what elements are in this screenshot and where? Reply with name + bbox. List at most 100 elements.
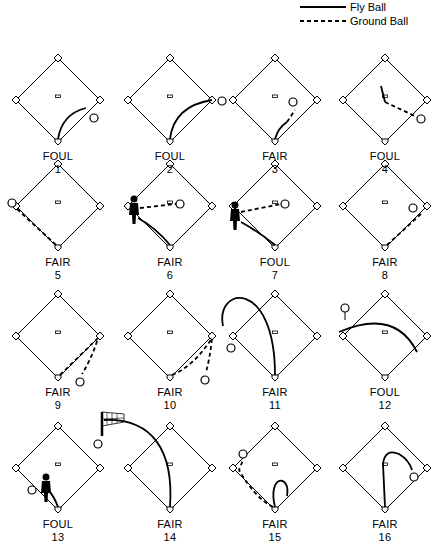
ball: [341, 304, 349, 312]
ruling-figure: [229, 160, 321, 251]
ball: [410, 473, 418, 481]
ball: [90, 114, 98, 122]
figure-number: 11: [269, 399, 281, 411]
ruling-figure: [94, 412, 216, 513]
figure-number: 2: [167, 163, 173, 175]
ruling-label: FAIR: [372, 256, 398, 268]
ground-ball-path: [241, 204, 281, 212]
ground-ball-path: [140, 204, 176, 208]
infield-diamond: [124, 54, 216, 145]
legend-entry: Fly Ball: [300, 0, 408, 14]
ruling-figure: [8, 160, 104, 251]
figure-number: 5: [55, 269, 61, 281]
ruling-label: FAIR: [372, 518, 398, 530]
ruling-figure: [222, 290, 321, 381]
fly-ball-path: [222, 298, 275, 375]
ground-ball-path: [385, 102, 417, 117]
infield-diamond: [124, 160, 216, 251]
ruling-label: FAIR: [262, 386, 288, 398]
ruling-label: FOUL: [370, 150, 401, 162]
ground-ball-path: [239, 460, 273, 507]
infield-diamond: [339, 160, 431, 251]
fence-hatching: [102, 413, 124, 425]
ball: [281, 200, 289, 208]
figure-number: 9: [55, 399, 61, 411]
ball: [94, 440, 102, 448]
fly-ball-path: [381, 86, 385, 102]
legend-line: [300, 20, 346, 22]
legend-text: Fly Ball: [350, 1, 386, 13]
fly-ball-path: [48, 490, 58, 507]
ground-ball-path: [287, 110, 295, 122]
legend-line: [300, 6, 346, 8]
fence-screen: [102, 412, 124, 426]
ruling-label: FAIR: [157, 256, 183, 268]
ground-ball-path: [172, 338, 212, 375]
legend-text: Ground Ball: [350, 15, 408, 27]
figure-number: 4: [382, 163, 388, 175]
infield-diamond: [12, 160, 104, 251]
infield-diamond: [12, 290, 104, 381]
ruling-label: FOUL: [43, 518, 74, 530]
infield-diamond: [229, 422, 321, 513]
ball: [218, 97, 226, 105]
fly-ball-path: [58, 108, 86, 139]
ruling-label: FAIR: [45, 256, 71, 268]
infield-diamond: [12, 422, 104, 513]
ruling-figure: [124, 160, 216, 251]
ball: [8, 199, 16, 207]
ball: [417, 115, 425, 123]
infield-diamond: [229, 160, 321, 251]
ruling-figure: [339, 422, 431, 513]
fielder-figure: [230, 202, 240, 231]
ruling-label: FOUL: [370, 386, 401, 398]
ball: [239, 450, 247, 458]
ruling-label: FOUL: [260, 256, 291, 268]
legend-swatch: [300, 0, 346, 14]
infield-diamond: [339, 422, 431, 513]
fielder-figure: [129, 196, 139, 225]
figure-number: 8: [382, 269, 388, 281]
fly-ball-path: [275, 122, 287, 139]
ball: [227, 344, 235, 352]
figure-number: 16: [379, 531, 392, 543]
figure-number: 6: [167, 269, 173, 281]
fly-ball-path: [138, 218, 170, 245]
fly-ball-path: [170, 100, 212, 139]
ground-ball-path: [387, 214, 421, 245]
infield-diamond: [12, 54, 104, 145]
legend: Fly BallGround Ball: [300, 0, 408, 28]
ruling-label: FAIR: [157, 518, 183, 530]
figure-number: 1: [55, 163, 61, 175]
ruling-figure: [124, 54, 226, 145]
ruling-figure: [229, 422, 321, 513]
figure-number: 7: [272, 269, 278, 281]
ruling-figure: [12, 54, 104, 145]
ruling-figure: [339, 160, 431, 251]
ball: [289, 98, 297, 106]
fly-ball-path: [104, 420, 170, 507]
ball: [176, 200, 184, 208]
infield-diamond: [339, 290, 431, 381]
infield-diamond: [124, 290, 216, 381]
fly-ball-path: [339, 324, 417, 352]
fly-ball-path: [241, 222, 275, 245]
ruling-figure: [339, 290, 431, 381]
ruling-label: FAIR: [45, 386, 71, 398]
ball: [409, 204, 417, 212]
ruling-figure: [339, 54, 431, 145]
infield-diamond: [339, 54, 431, 145]
figure-number: 3: [272, 163, 278, 175]
figure-number: 10: [164, 399, 177, 411]
ruling-label: FAIR: [157, 386, 183, 398]
ruling-figure: [229, 54, 321, 145]
ruling-label: FAIR: [262, 518, 288, 530]
figure-number: 13: [52, 531, 65, 543]
fly-ball-path: [273, 481, 287, 507]
figure-number: 12: [379, 399, 392, 411]
ruling-label: FOUL: [43, 150, 74, 162]
legend-swatch: [300, 14, 346, 28]
ruling-figure: [12, 290, 104, 386]
